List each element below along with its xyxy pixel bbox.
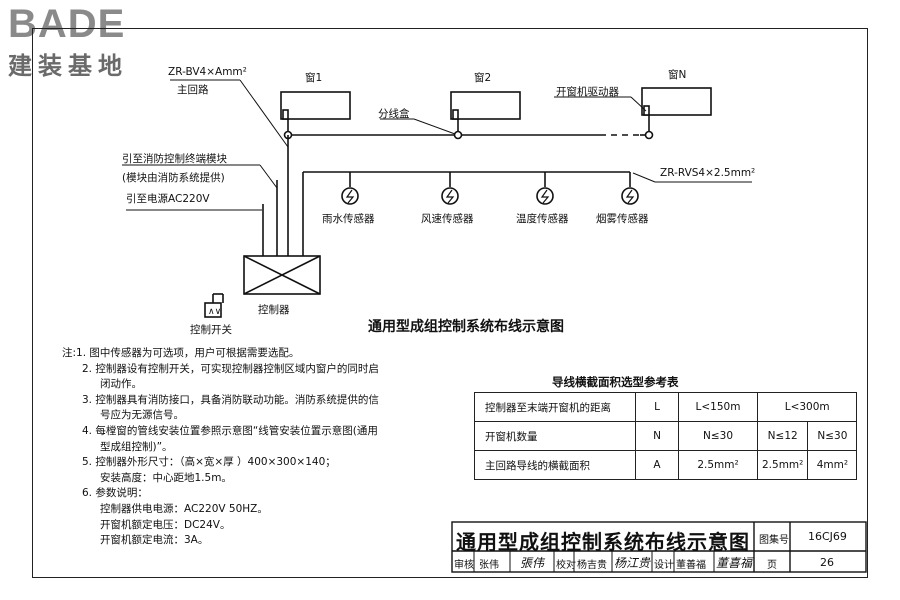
checker-name: 杨吉贵 xyxy=(577,560,607,571)
fire-link-note: (模块由消防系统提供) xyxy=(122,172,225,184)
note-line: 4. 每樘窗的管线安装位置参照示意图“线管安装位置示意图(通用 xyxy=(82,424,378,437)
window-n-label: 窗N xyxy=(668,69,687,81)
note-line: 闭动作。 xyxy=(100,378,142,391)
review-label: 审核 xyxy=(454,560,474,571)
atlas-number: 16CJ69 xyxy=(808,530,847,543)
drawing-frame xyxy=(32,28,868,578)
controller-label: 控制器 xyxy=(258,304,290,316)
note-line: 注:1. 图中传感器为可选项，用户可根据需要选配。 xyxy=(62,347,300,359)
controller-box xyxy=(243,255,321,295)
reviewer-signature: 張伟 xyxy=(520,556,545,570)
note-line: 5. 控制器外形尺寸：（高×宽×厚 ）400×300×140； xyxy=(82,456,336,469)
design-label: 设计 xyxy=(654,560,674,571)
table-row: 开窗机数量 N N≤30 N≤12 N≤30 xyxy=(474,421,858,451)
note-line: 开窗机额定电流：3A。 xyxy=(100,534,209,547)
table-cell: 2.5mm² xyxy=(756,450,809,480)
note-line: 安装高度：中心距地1.5m。 xyxy=(100,471,232,484)
page-number: 26 xyxy=(820,556,834,569)
rain-sensor-symbol xyxy=(341,187,359,205)
check-label: 校对 xyxy=(556,560,576,571)
title-block-title: 通用型成组控制系统布线示意图 xyxy=(456,530,750,554)
table-cell: 2.5mm² xyxy=(678,450,758,480)
reviewer-name: 张伟 xyxy=(479,560,499,571)
designer-name: 董善福 xyxy=(676,560,706,571)
control-switch-label: 控制开关 xyxy=(190,324,232,336)
junction-n xyxy=(644,130,654,140)
note-line: 号应为无源信号。 xyxy=(100,409,184,422)
note-line: 2. 控制器设有控制开关，可实现控制器控制区域内窗户的同时启 xyxy=(82,362,379,375)
window-1-label: 窗1 xyxy=(305,72,323,84)
table-cell: L<150m xyxy=(678,392,758,422)
main-cable-spec: ZR-BV4×Amm² xyxy=(168,66,247,78)
table-title: 导线横截面积选型参考表 xyxy=(552,375,679,389)
note-line: 控制器供电电源：AC220V 50HZ。 xyxy=(100,502,268,515)
fire-link-label: 引至消防控制终端模块 xyxy=(122,153,227,165)
checker-signature: 杨江贵 xyxy=(614,556,651,570)
window-2-label: 窗2 xyxy=(474,72,492,84)
svg-text:∧∨: ∧∨ xyxy=(208,307,221,317)
wire-selection-table: 控制器至末端开窗机的距离 L L<150m L<300m 开窗机数量 N N≤3… xyxy=(474,392,858,480)
window-2-box xyxy=(450,91,521,120)
smoke-sensor-label: 烟雾传感器 xyxy=(596,213,649,225)
temperature-sensor-symbol xyxy=(536,187,554,205)
designer-signature: 董喜福 xyxy=(716,556,753,570)
table-row: 主回路导线的横截面积 A 2.5mm² 2.5mm² 4mm² xyxy=(474,450,858,480)
smoke-sensor-symbol xyxy=(621,187,639,205)
temperature-sensor-label: 温度传感器 xyxy=(516,213,569,225)
rain-sensor-label: 雨水传感器 xyxy=(322,213,375,225)
window-n-box xyxy=(641,87,712,116)
main-circuit-label: 主回路 xyxy=(177,84,209,96)
notes-block: 注:1. 图中传感器为可选项，用户可根据需要选配。 2. 控制器设有控制开关，可… xyxy=(62,346,379,549)
table-cell: 4mm² xyxy=(807,450,858,480)
sensor-cable-spec: ZR-RVS4×2.5mm² xyxy=(660,167,756,179)
note-line: 开窗机额定电压：DC24V。 xyxy=(100,518,231,531)
logo-text: BADE xyxy=(8,2,126,46)
logo-subtitle: 建装基地 xyxy=(8,52,128,80)
page-label: 页 xyxy=(767,560,777,571)
wind-sensor-label: 风速传感器 xyxy=(421,213,474,225)
diagram-title: 通用型成组控制系统布线示意图 xyxy=(368,319,564,335)
table-row: 控制器至末端开窗机的距离 L L<150m L<300m xyxy=(474,392,858,422)
window-1-box xyxy=(280,91,351,120)
note-line: 6. 参数说明： xyxy=(82,487,148,500)
atlas-number-label: 图集号 xyxy=(759,535,789,546)
wind-sensor-symbol xyxy=(441,187,459,205)
table-cell: 控制器至末端开窗机的距离 xyxy=(474,392,636,422)
note-line: 型成组控制)”。 xyxy=(100,440,173,453)
table-cell: N xyxy=(635,421,679,451)
note-line: 3. 控制器具有消防接口，具备消防联动功能。消防系统提供的信 xyxy=(82,393,379,406)
junction-box-label: 分线盒 xyxy=(378,108,410,120)
actuator-label: 开窗机驱动器 xyxy=(556,86,619,98)
power-link-label: 引至电源AC220V xyxy=(126,193,210,205)
table-cell: L<300m xyxy=(756,392,858,422)
table-cell: 主回路导线的横截面积 xyxy=(474,450,636,480)
junction-2 xyxy=(453,130,463,140)
